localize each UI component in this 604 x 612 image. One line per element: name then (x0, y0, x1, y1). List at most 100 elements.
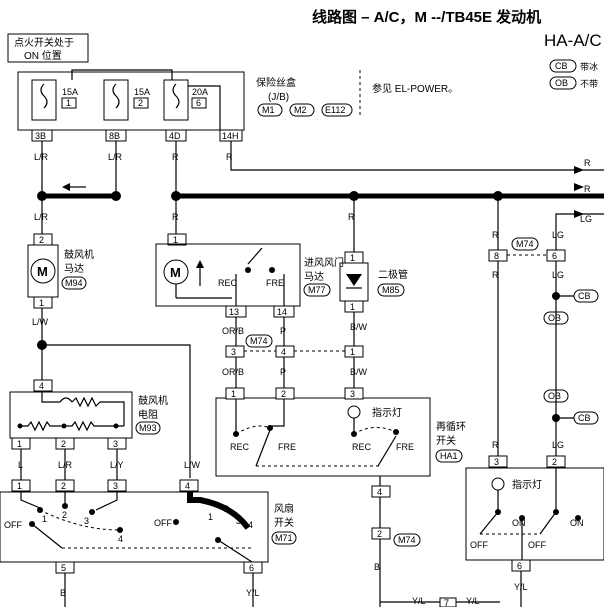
svg-text:L: L (18, 460, 23, 470)
svg-text:OFF: OFF (154, 518, 172, 528)
svg-text:1: 1 (350, 253, 355, 263)
svg-text:3: 3 (494, 457, 499, 467)
svg-text:1: 1 (173, 235, 178, 245)
svg-text:1: 1 (39, 298, 44, 308)
svg-text:电阻: 电阻 (138, 408, 158, 421)
svg-text:2: 2 (62, 510, 67, 520)
svg-text:FRE: FRE (266, 278, 284, 288)
svg-text:OR/B: OR/B (222, 326, 244, 336)
svg-text:指示灯: 指示灯 (512, 478, 542, 491)
blower-resistor: 4 鼓风机 电阻 M93 1 2 3 L L/R L/Y (9, 379, 168, 480)
svg-text:15A: 15A (134, 87, 150, 97)
svg-text:7: 7 (444, 598, 449, 607)
svg-text:FRE: FRE (396, 442, 414, 452)
svg-text:M2: M2 (294, 105, 307, 115)
page-subtitle: HA-A/C (544, 31, 602, 50)
svg-text:2: 2 (138, 98, 143, 108)
svg-text:不带: 不带 (580, 79, 598, 89)
svg-text:6: 6 (249, 563, 254, 573)
svg-text:2: 2 (61, 481, 66, 491)
svg-text:LG: LG (552, 270, 564, 280)
svg-text:M77: M77 (308, 285, 326, 295)
svg-text:B/W: B/W (350, 322, 368, 332)
svg-text:2: 2 (39, 235, 44, 245)
svg-text:CB: CB (578, 291, 591, 301)
svg-text:M74: M74 (398, 535, 416, 545)
svg-text:开关: 开关 (274, 516, 294, 529)
svg-text:Y/L: Y/L (514, 582, 528, 592)
svg-text:再循环: 再循环 (436, 420, 466, 433)
svg-text:M71: M71 (275, 533, 293, 543)
intake-door-motor: R 1 M REC FRE 13 14 进风风门 马达 M77 (155, 212, 344, 318)
svg-text:ON: ON (570, 518, 584, 528)
svg-text:OFF: OFF (4, 520, 22, 530)
wire-lr-1: L/R (34, 152, 49, 162)
svg-text:M74: M74 (516, 239, 534, 249)
recirc-switch: 1 2 3 指示灯 REC FRE REC FRE 再循环 开关 HA1 4 (215, 387, 466, 498)
svg-text:P: P (280, 367, 286, 377)
fuse-box-jb: (J/B) (268, 92, 289, 103)
wire-lr-2: L/R (108, 152, 123, 162)
svg-text:20A: 20A (192, 87, 208, 97)
svg-text:进风风门: 进风风门 (304, 256, 344, 269)
svg-text:2: 2 (281, 389, 286, 399)
svg-text:R: R (348, 212, 355, 222)
fuse-box (17, 71, 245, 131)
bus-label-r2: R (584, 184, 591, 194)
svg-text:2: 2 (552, 457, 557, 467)
svg-text:R: R (492, 440, 499, 450)
svg-text:2: 2 (61, 439, 66, 449)
svg-text:6: 6 (196, 98, 201, 108)
svg-text:FRE: FRE (278, 442, 296, 452)
svg-text:OB: OB (555, 78, 568, 88)
svg-text:OFF: OFF (470, 540, 488, 550)
svg-text:4: 4 (248, 520, 253, 530)
svg-text:L/R: L/R (34, 212, 49, 222)
svg-text:3: 3 (113, 439, 118, 449)
svg-text:M93: M93 (139, 423, 157, 433)
svg-text:M: M (170, 265, 181, 280)
svg-text:L/Y: L/Y (110, 460, 124, 470)
svg-text:4: 4 (118, 534, 123, 544)
ref-note: 参见 EL-POWER。 (372, 82, 458, 95)
svg-text:4D: 4D (169, 131, 181, 141)
svg-text:Y/L: Y/L (412, 596, 426, 606)
right-block: R LG 8 6 M74 R LG CB OB OB CB R LG 3 2 指… (465, 208, 604, 607)
svg-text:8: 8 (494, 251, 499, 261)
svg-text:1: 1 (231, 389, 236, 399)
fuse-box-label: 保险丝盒 (256, 76, 296, 89)
svg-text:鼓风机: 鼓风机 (64, 248, 94, 261)
svg-text:13: 13 (229, 307, 239, 317)
svg-text:马达: 马达 (304, 271, 324, 283)
svg-text:3B: 3B (35, 131, 46, 141)
svg-text:1: 1 (42, 514, 47, 524)
svg-text:CB: CB (578, 413, 591, 423)
svg-text:4: 4 (281, 347, 286, 357)
joint-connector-m74: OR/B P 3 4 1 M74 OR/B P B/W (222, 312, 368, 388)
svg-text:OB: OB (548, 391, 561, 401)
fan-switch: L/W 1 2 3 4 1 2 3 4 OFF OFF 1 2 3 4 5 6 … (0, 460, 297, 607)
svg-text:M1: M1 (262, 105, 275, 115)
svg-text:1: 1 (17, 439, 22, 449)
svg-text:R: R (172, 212, 179, 222)
svg-text:3: 3 (113, 481, 118, 491)
bottom-mid-connector: 2 M74 B (371, 497, 421, 607)
page-title: 线路图 – A/C，M --/TB45E 发动机 (312, 8, 541, 26)
svg-text:L/R: L/R (58, 460, 73, 470)
ignition-label-box (7, 33, 89, 63)
svg-text:B/W: B/W (350, 367, 368, 377)
svg-text:6: 6 (552, 251, 557, 261)
svg-text:ON: ON (512, 518, 526, 528)
svg-text:1: 1 (17, 481, 22, 491)
svg-text:M94: M94 (65, 278, 83, 288)
svg-text:B: B (60, 588, 66, 598)
svg-text:LG: LG (552, 230, 564, 240)
svg-text:3: 3 (231, 347, 236, 357)
svg-text:OFF: OFF (528, 540, 546, 550)
svg-text:3: 3 (84, 516, 89, 526)
svg-text:二极管: 二极管 (378, 268, 408, 281)
svg-text:3: 3 (236, 516, 241, 526)
svg-text:R: R (492, 230, 499, 240)
